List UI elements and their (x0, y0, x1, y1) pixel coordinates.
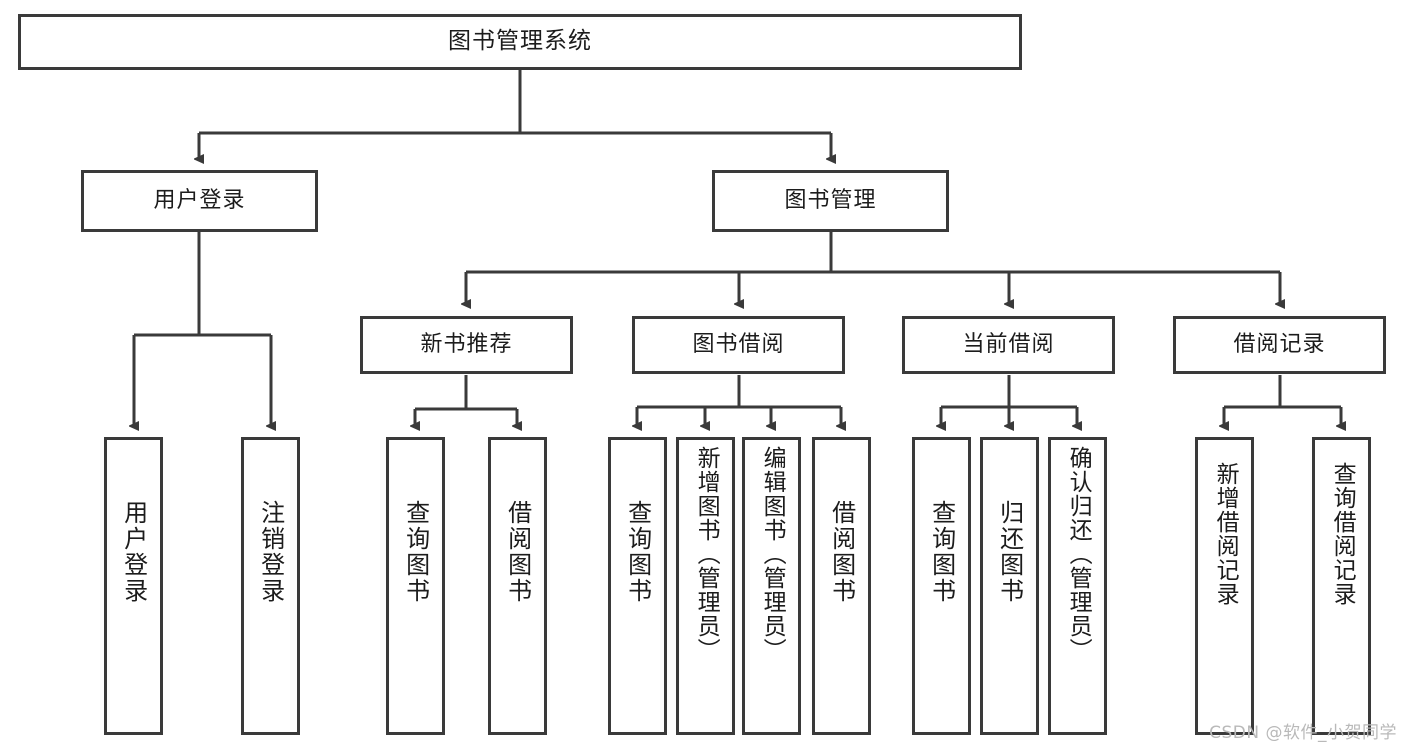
leaf-borrow-book-2[interactable]: 借阅图书 (812, 437, 871, 735)
node-user-login[interactable]: 用户登录 (81, 170, 318, 232)
leaf-add-book-label: 新增图书（管理员） (693, 446, 720, 662)
leaf-query-book-2-label: 查询图书 (623, 500, 652, 604)
leaf-borrow-book-1[interactable]: 借阅图书 (488, 437, 547, 735)
leaf-return-book-label: 归还图书 (995, 500, 1024, 604)
node-user-login-label: 用户登录 (153, 187, 246, 213)
leaf-query-book-3-label: 查询图书 (927, 500, 956, 604)
leaf-query-book-2[interactable]: 查询图书 (608, 437, 667, 735)
leaf-add-record[interactable]: 新增借阅记录 (1195, 437, 1254, 735)
node-new-book-recommend[interactable]: 新书推荐 (360, 316, 573, 374)
leaf-return-book[interactable]: 归还图书 (980, 437, 1039, 735)
leaf-edit-book[interactable]: 编辑图书（管理员） (742, 437, 801, 735)
leaf-edit-book-label: 编辑图书（管理员） (759, 446, 786, 662)
node-new-book-recommend-label: 新书推荐 (420, 331, 513, 357)
leaf-confirm-return[interactable]: 确认归还（管理员） (1048, 437, 1107, 735)
node-book-manage-label: 图书管理 (784, 187, 877, 213)
watermark: CSDN @软件_小贺同学 (1209, 723, 1397, 743)
leaf-query-record-label: 查询借阅记录 (1329, 462, 1356, 606)
leaf-borrow-book-2-label: 借阅图书 (827, 500, 856, 604)
leaf-user-login-label: 用户登录 (119, 500, 148, 604)
node-borrow-record-label: 借阅记录 (1233, 331, 1326, 357)
leaf-query-book-1-label: 查询图书 (401, 500, 430, 604)
node-current-borrow[interactable]: 当前借阅 (902, 316, 1115, 374)
node-book-borrow[interactable]: 图书借阅 (632, 316, 845, 374)
leaf-user-login[interactable]: 用户登录 (104, 437, 163, 735)
leaf-query-book-3[interactable]: 查询图书 (912, 437, 971, 735)
node-current-borrow-label: 当前借阅 (962, 331, 1055, 357)
node-root-label: 图书管理系统 (448, 28, 592, 55)
leaf-user-logout[interactable]: 注销登录 (241, 437, 300, 735)
node-root[interactable]: 图书管理系统 (18, 14, 1022, 70)
leaf-confirm-return-label: 确认归还（管理员） (1065, 446, 1092, 662)
leaf-add-book[interactable]: 新增图书（管理员） (676, 437, 735, 735)
node-borrow-record[interactable]: 借阅记录 (1173, 316, 1386, 374)
node-book-manage[interactable]: 图书管理 (712, 170, 949, 232)
leaf-add-record-label: 新增借阅记录 (1212, 462, 1239, 606)
leaf-query-record[interactable]: 查询借阅记录 (1312, 437, 1371, 735)
leaf-borrow-book-1-label: 借阅图书 (503, 500, 532, 604)
leaf-query-book-1[interactable]: 查询图书 (386, 437, 445, 735)
leaf-user-logout-label: 注销登录 (256, 500, 285, 604)
node-book-borrow-label: 图书借阅 (692, 331, 785, 357)
